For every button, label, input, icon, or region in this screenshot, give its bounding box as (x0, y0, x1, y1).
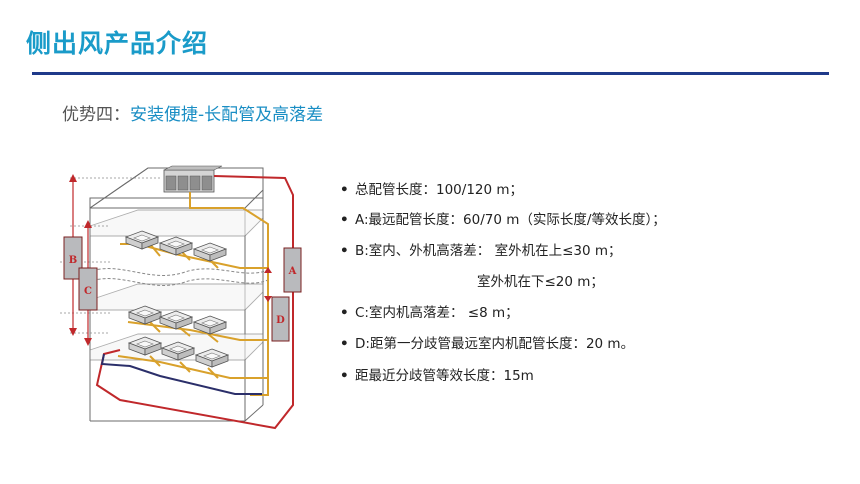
bullet-dot: • (340, 182, 349, 198)
subtitle-highlight: 安装便捷-长配管及高落差 (130, 105, 324, 125)
spec-item-total-length: • 总配管长度：100/120 m； (340, 178, 523, 198)
pipe-network-gold (117, 192, 269, 396)
label-tag-c: C (78, 267, 98, 311)
label-b: B (69, 255, 77, 266)
spec-text: 总配管长度：100/120 m； (355, 182, 524, 198)
spec-text: 距最近分歧管等效长度：15m (355, 368, 534, 384)
label-tag-d: D (271, 296, 290, 342)
spec-item-c: • C:室内机高落差： ≤8 m； (340, 301, 519, 321)
spec-item-a: • A:最远配管长度：60/70 m（实际长度/等效长度）； (340, 208, 666, 228)
bullet-dot: • (340, 212, 349, 228)
label-d: D (276, 315, 285, 326)
bullet-dot: • (340, 368, 349, 384)
subtitle-prefix: 优势四： (62, 105, 130, 125)
pipe-navy (100, 353, 262, 395)
page-title: 侧出风产品介绍 (26, 29, 209, 58)
label-c: C (84, 286, 92, 297)
spec-text: A:最远配管长度：60/70 m（实际长度/等效长度）； (355, 212, 666, 228)
bullet-dot: • (340, 243, 349, 259)
bullet-dot: • (340, 336, 349, 352)
label-a: A (288, 266, 297, 277)
label-tag-a: A (283, 247, 302, 293)
title-divider (32, 72, 829, 75)
spec-item-nearest-branch: • 距最近分歧管等效长度：15m (340, 364, 534, 384)
bullet-dot: • (340, 305, 349, 321)
spec-text: C:室内机高落差： ≤8 m； (355, 305, 519, 321)
spec-text: B:室内、外机高落差： 室外机在上≤30 m； (355, 243, 622, 259)
spec-item-d: • D:距第一分歧管最远室内机配管长度：20 m。 (340, 332, 634, 352)
section-subtitle: 优势四：安装便捷-长配管及高落差 (62, 100, 323, 125)
outdoor-unit (163, 165, 223, 193)
spec-item-b-continuation: 室外机在下≤20 m； (477, 274, 604, 290)
label-tag-b: B (63, 236, 83, 280)
floor-slabs (89, 209, 264, 361)
spec-text: D:距第一分歧管最远室内机配管长度：20 m。 (355, 336, 635, 352)
spec-item-b: • B:室内、外机高落差： 室外机在上≤30 m； (340, 239, 622, 259)
wavy-break (87, 268, 269, 286)
